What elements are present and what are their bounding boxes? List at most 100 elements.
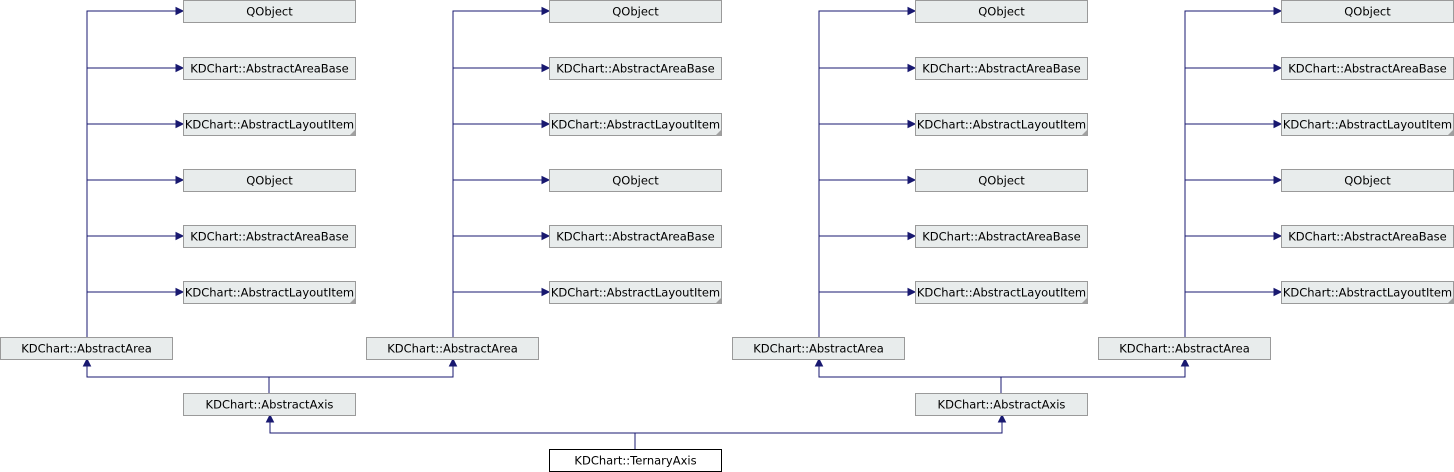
inheritance-edge <box>86 6 185 337</box>
class-node[interactable]: KDChart::AbstractLayoutItem <box>1281 281 1454 304</box>
edge-line <box>269 421 636 449</box>
arrowhead-icon <box>175 231 185 241</box>
class-node[interactable]: QObject <box>549 0 722 23</box>
class-node[interactable]: KDChart::AbstractAreaBase <box>915 57 1088 80</box>
class-node[interactable]: KDChart::AbstractArea <box>366 337 539 360</box>
inheritance-edge <box>1184 6 1283 337</box>
class-node[interactable]: KDChart::AbstractLayoutItem <box>915 281 1088 304</box>
class-label: QObject <box>978 174 1025 188</box>
edges-layer <box>82 6 1283 449</box>
class-node[interactable]: KDChart::AbstractAreaBase <box>549 57 722 80</box>
edge-line <box>452 10 543 337</box>
class-node[interactable]: KDChart::AbstractAxis <box>183 393 356 416</box>
arrowhead-icon <box>175 287 185 297</box>
class-box <box>549 113 722 136</box>
class-box <box>915 281 1088 304</box>
class-box <box>0 337 173 360</box>
class-node[interactable]: KDChart::AbstractArea <box>732 337 905 360</box>
class-box <box>183 57 356 80</box>
class-node[interactable]: KDChart::AbstractAxis <box>915 393 1088 416</box>
arrowhead-icon <box>175 6 185 16</box>
class-node[interactable]: QObject <box>549 169 722 192</box>
inheritance-edge <box>818 231 917 337</box>
class-label: KDChart::TernaryAxis <box>574 454 696 468</box>
edge-line <box>1184 291 1275 337</box>
inheritance-edge <box>1184 175 1283 337</box>
inheritance-edge <box>452 175 551 337</box>
folded-corner-icon <box>1447 129 1454 136</box>
class-node[interactable]: KDChart::AbstractAreaBase <box>1281 225 1454 248</box>
class-node[interactable]: KDChart::AbstractAreaBase <box>183 57 356 80</box>
inheritance-edge <box>818 63 917 337</box>
inheritance-edge <box>634 413 1007 449</box>
class-node[interactable]: QObject <box>1281 0 1454 23</box>
class-label: KDChart::AbstractLayoutItem <box>1283 286 1452 300</box>
arrowhead-icon <box>907 63 917 73</box>
class-node[interactable]: KDChart::AbstractLayoutItem <box>183 281 356 304</box>
class-box <box>915 393 1088 416</box>
arrowhead-icon <box>907 287 917 297</box>
class-node[interactable]: QObject <box>1281 169 1454 192</box>
inheritance-edge <box>86 63 185 337</box>
arrowhead-icon <box>1273 231 1283 241</box>
class-box <box>183 0 356 23</box>
arrowhead-icon <box>1273 6 1283 16</box>
inheritance-edge <box>818 287 917 337</box>
class-node[interactable]: QObject <box>183 169 356 192</box>
class-label: QObject <box>246 5 293 19</box>
class-label: KDChart::AbstractLayoutItem <box>1283 118 1452 132</box>
class-node[interactable]: KDChart::AbstractAreaBase <box>183 225 356 248</box>
class-node[interactable]: KDChart::AbstractAreaBase <box>915 225 1088 248</box>
arrowhead-icon <box>1273 119 1283 129</box>
class-label: KDChart::AbstractAreaBase <box>1288 62 1447 76</box>
class-label: KDChart::AbstractArea <box>753 342 884 356</box>
inheritance-edge <box>1000 357 1190 393</box>
edge-line <box>634 421 1003 449</box>
class-node[interactable]: KDChart::AbstractArea <box>0 337 173 360</box>
class-label: KDChart::AbstractArea <box>1119 342 1250 356</box>
class-node[interactable]: QObject <box>915 0 1088 23</box>
class-node[interactable]: QObject <box>183 0 356 23</box>
edge-line <box>452 179 543 337</box>
class-node[interactable]: KDChart::AbstractLayoutItem <box>549 113 722 136</box>
arrowhead-icon <box>541 287 551 297</box>
class-box <box>549 57 722 80</box>
folded-corner-icon <box>1447 297 1454 304</box>
arrowhead-icon <box>907 119 917 129</box>
class-node[interactable]: QObject <box>915 169 1088 192</box>
edge-line <box>1184 235 1275 337</box>
class-node[interactable]: KDChart::AbstractAreaBase <box>1281 57 1454 80</box>
class-box <box>183 393 356 416</box>
class-box <box>732 337 905 360</box>
class-box <box>549 0 722 23</box>
arrowhead-icon <box>1180 357 1190 367</box>
class-label: KDChart::AbstractLayoutItem <box>917 286 1086 300</box>
class-label: KDChart::AbstractArea <box>387 342 518 356</box>
edge-line <box>1000 365 1186 393</box>
arrowhead-icon <box>907 175 917 185</box>
inheritance-edge <box>452 63 551 337</box>
edge-line <box>268 365 454 393</box>
class-label: QObject <box>978 5 1025 19</box>
edge-line <box>86 365 270 393</box>
class-node[interactable]: KDChart::AbstractAreaBase <box>549 225 722 248</box>
arrowhead-icon <box>175 119 185 129</box>
arrowhead-icon <box>175 63 185 73</box>
arrowhead-icon <box>1273 63 1283 73</box>
class-label: QObject <box>612 174 659 188</box>
inheritance-edge <box>452 287 551 337</box>
arrowhead-icon <box>907 6 917 16</box>
edge-line <box>818 291 909 337</box>
class-node[interactable]: KDChart::AbstractLayoutItem <box>915 113 1088 136</box>
class-node[interactable]: KDChart::AbstractArea <box>1098 337 1271 360</box>
folded-corner-icon <box>1081 129 1088 136</box>
class-node[interactable]: KDChart::AbstractLayoutItem <box>1281 113 1454 136</box>
class-node[interactable]: KDChart::AbstractLayoutItem <box>549 281 722 304</box>
class-node[interactable]: KDChart::AbstractLayoutItem <box>183 113 356 136</box>
edge-line <box>818 67 909 337</box>
inheritance-edge <box>1184 119 1283 337</box>
class-label: KDChart::AbstractLayoutItem <box>917 118 1086 132</box>
edge-line <box>818 10 909 337</box>
